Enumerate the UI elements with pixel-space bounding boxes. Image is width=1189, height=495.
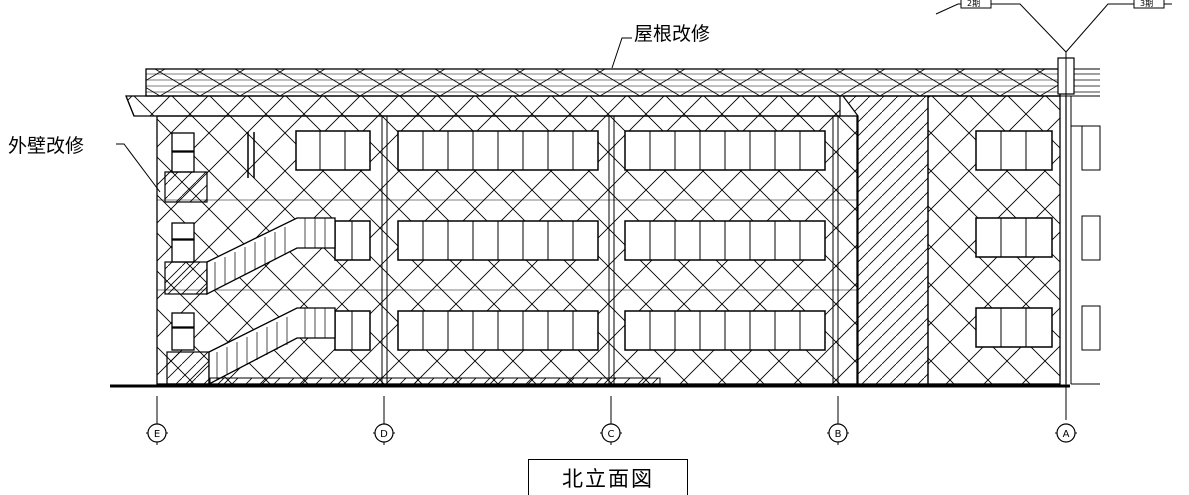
drawing-title-text: 北立面図 — [562, 466, 654, 491]
svg-text:A: A — [1063, 429, 1070, 440]
phase-left-label: 2期 — [967, 0, 980, 8]
grid-axis-e: E — [146, 396, 168, 445]
phase-right-label: 3期 — [1140, 0, 1153, 8]
grid-axis-b: B — [827, 396, 849, 445]
grid-axes: E D C B A — [146, 396, 1077, 445]
grid-axis-c: C — [600, 396, 622, 445]
windows — [295, 130, 1053, 351]
grid-axis-d: D — [373, 396, 395, 445]
wall-label: 外壁改修 — [8, 135, 84, 157]
roof — [145, 57, 1100, 97]
right-roof-extension — [1057, 57, 1100, 97]
window-row-3 — [334, 307, 1053, 351]
window-row-2 — [334, 217, 1053, 261]
stair-tower — [841, 95, 929, 385]
svg-text:B: B — [835, 429, 842, 440]
roof-label: 屋根改修 — [634, 23, 710, 45]
svg-text:D: D — [380, 429, 388, 440]
phase-boundary: 2期 3期 — [935, 0, 1172, 420]
wall-annotation: 外壁改修 — [8, 135, 161, 193]
grid-axis-a: A — [1055, 423, 1077, 443]
window-row-1 — [295, 130, 1053, 171]
svg-text:C: C — [608, 429, 615, 440]
svg-text:E: E — [154, 429, 160, 440]
drawing-title: 北立面図 — [528, 459, 688, 495]
roof-annotation: 屋根改修 — [611, 23, 710, 69]
eave — [125, 95, 841, 117]
